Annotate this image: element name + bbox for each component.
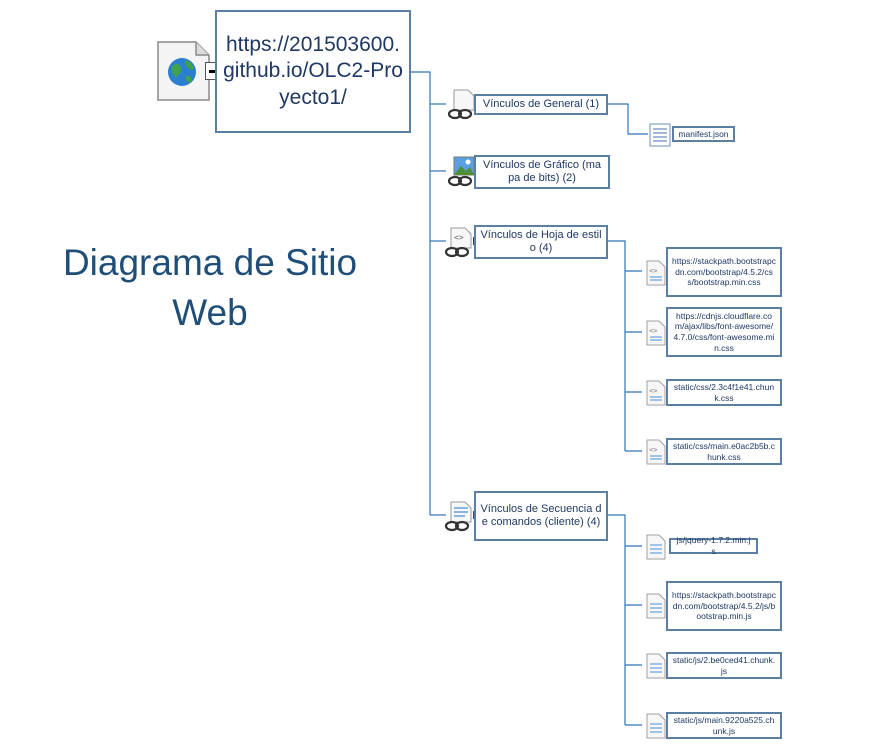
web-page-globe-icon	[156, 40, 212, 102]
group-script-node[interactable]: Vínculos de Secuencia de comandos (clien…	[474, 491, 608, 541]
leaf-main-css[interactable]: static/css/main.e0ac2b5b.chunk.css	[666, 438, 782, 465]
root-url-text: https://201503600.github.io/OLC2-Proyect…	[223, 33, 403, 109]
group-estilo-node[interactable]: Vínculos de Hoja de estilo (4)	[474, 225, 608, 259]
group-general-node[interactable]: Vínculos de General (1)	[474, 94, 608, 115]
connector-manifest	[608, 103, 648, 135]
image-link-icon	[446, 155, 480, 187]
connector-script-children	[608, 514, 642, 726]
diagram-title: Diagrama de Sitio Web	[62, 242, 358, 333]
group-grafico-node[interactable]: Vínculos de Gráfico (mapa de bits) (2)	[474, 155, 610, 189]
svg-text:<>: <>	[649, 446, 657, 454]
leaf-font-awesome-css[interactable]: https://cdnjs.cloudflare.com/ajax/libs/f…	[666, 307, 782, 357]
connector-root	[411, 71, 431, 515]
leaf-chunk-css-2[interactable]: static/css/2.3c4f1e41.chunk.css	[666, 379, 782, 406]
document-lines-icon	[648, 123, 672, 147]
svg-text:<>: <>	[649, 327, 657, 335]
group-estilo-label: Vínculos de Hoja de estilo (4)	[480, 228, 602, 254]
group-general-label: Vínculos de General (1)	[482, 97, 600, 110]
script-icon	[645, 653, 667, 679]
group-grafico-label: Vínculos de Gráfico (mapa de bits) (2)	[483, 158, 601, 184]
stylesheet-icon: <>	[645, 260, 667, 286]
script-icon	[645, 713, 667, 739]
leaf-bootstrap-js[interactable]: https://stackpath.bootstrapcdn.com/boots…	[666, 581, 782, 631]
group-script-label: Vínculos de Secuencia de comandos (clien…	[480, 502, 602, 528]
script-icon	[645, 593, 667, 619]
root-page-node[interactable]: https://201503600.github.io/OLC2-Proyect…	[215, 10, 411, 133]
leaf-bootstrap-css[interactable]: https://stackpath.bootstrapcdn.com/boots…	[666, 247, 782, 297]
leaf-chunk-js-2[interactable]: static/js/2.be0ced41.chunk.js	[666, 652, 782, 679]
leaf-manifest[interactable]: manifest.json	[672, 126, 735, 142]
stylesheet-icon: <>	[645, 439, 667, 465]
svg-text:<>: <>	[649, 267, 657, 275]
stylesheet-link-icon: <>	[443, 226, 477, 258]
svg-text:<>: <>	[454, 233, 464, 242]
stylesheet-icon: <>	[645, 320, 667, 346]
leaf-main-js[interactable]: static/js/main.9220a525.chunk.js	[666, 712, 782, 739]
stylesheet-icon: <>	[645, 380, 667, 406]
svg-text:<>: <>	[649, 387, 657, 395]
script-icon	[645, 534, 667, 560]
connector-estilo-children	[608, 240, 642, 452]
script-link-icon	[443, 500, 477, 532]
leaf-jquery-js[interactable]: js/jquery-1.7.2.min.js	[669, 535, 758, 556]
